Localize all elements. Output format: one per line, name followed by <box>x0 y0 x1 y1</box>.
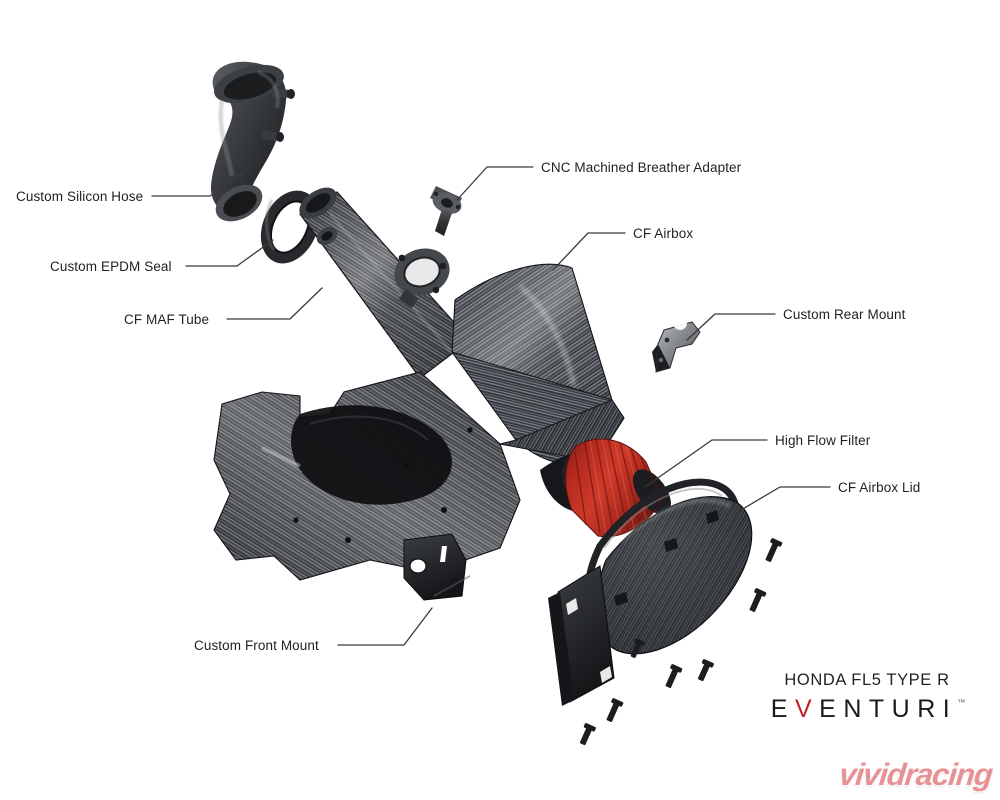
part-custom-epdm-seal <box>260 190 320 264</box>
callout-custom-epdm-seal: Custom EPDM Seal <box>50 259 172 274</box>
leader-cf-maf-tube <box>226 287 323 320</box>
leader-custom-epdm-seal <box>185 239 274 267</box>
part-cf-maf-tube <box>299 187 471 379</box>
callout-custom-front-mount: Custom Front Mount <box>194 638 319 653</box>
leader-cf-airbox <box>552 232 626 271</box>
wordmark-letter-v-accent: V <box>794 695 820 723</box>
leader-lines <box>151 165 831 646</box>
part-cnc-breather-adapter <box>430 186 462 236</box>
leader-custom-silicon-hose <box>151 165 253 197</box>
callout-cf-airbox: CF Airbox <box>633 226 694 241</box>
part-custom-rear-mount <box>652 316 701 373</box>
part-tube-boss <box>316 227 338 245</box>
part-custom-silicon-hose <box>210 61 295 222</box>
leader-custom-front-mount <box>337 607 433 646</box>
trademark-symbol: ™ <box>957 698 966 707</box>
part-high-flow-filter <box>561 437 672 538</box>
part-custom-front-mount <box>403 533 471 601</box>
wordmark-letter-e: E <box>770 695 795 723</box>
watermark-text: vividracing <box>837 757 994 792</box>
callout-high-flow-filter: High Flow Filter <box>775 433 871 448</box>
callout-cf-maf-tube: CF MAF Tube <box>124 312 210 327</box>
leader-cnc-machined-breather-adapter <box>456 166 534 201</box>
callout-custom-silicon-hose: Custom Silicon Hose <box>16 189 144 204</box>
callout-cf-airbox-lid: CF Airbox Lid <box>838 480 921 495</box>
callout-custom-rear-mount: Custom Rear Mount <box>783 307 906 322</box>
wordmark-rest: ENTURI <box>819 695 958 723</box>
leader-cf-airbox-lid <box>735 486 831 514</box>
leader-high-flow-filter <box>644 439 768 488</box>
model-designation: HONDA FL5 TYPE R <box>784 670 950 689</box>
part-cf-airbox <box>213 263 625 581</box>
leader-custom-rear-mount <box>686 313 776 341</box>
part-cf-airbox-lid <box>548 478 753 706</box>
vividracing-watermark: vividracing <box>792 756 994 794</box>
callout-cnc-machined-breather-adapter: CNC Machined Breather Adapter <box>541 160 742 175</box>
part-maf-clamp <box>394 248 450 308</box>
